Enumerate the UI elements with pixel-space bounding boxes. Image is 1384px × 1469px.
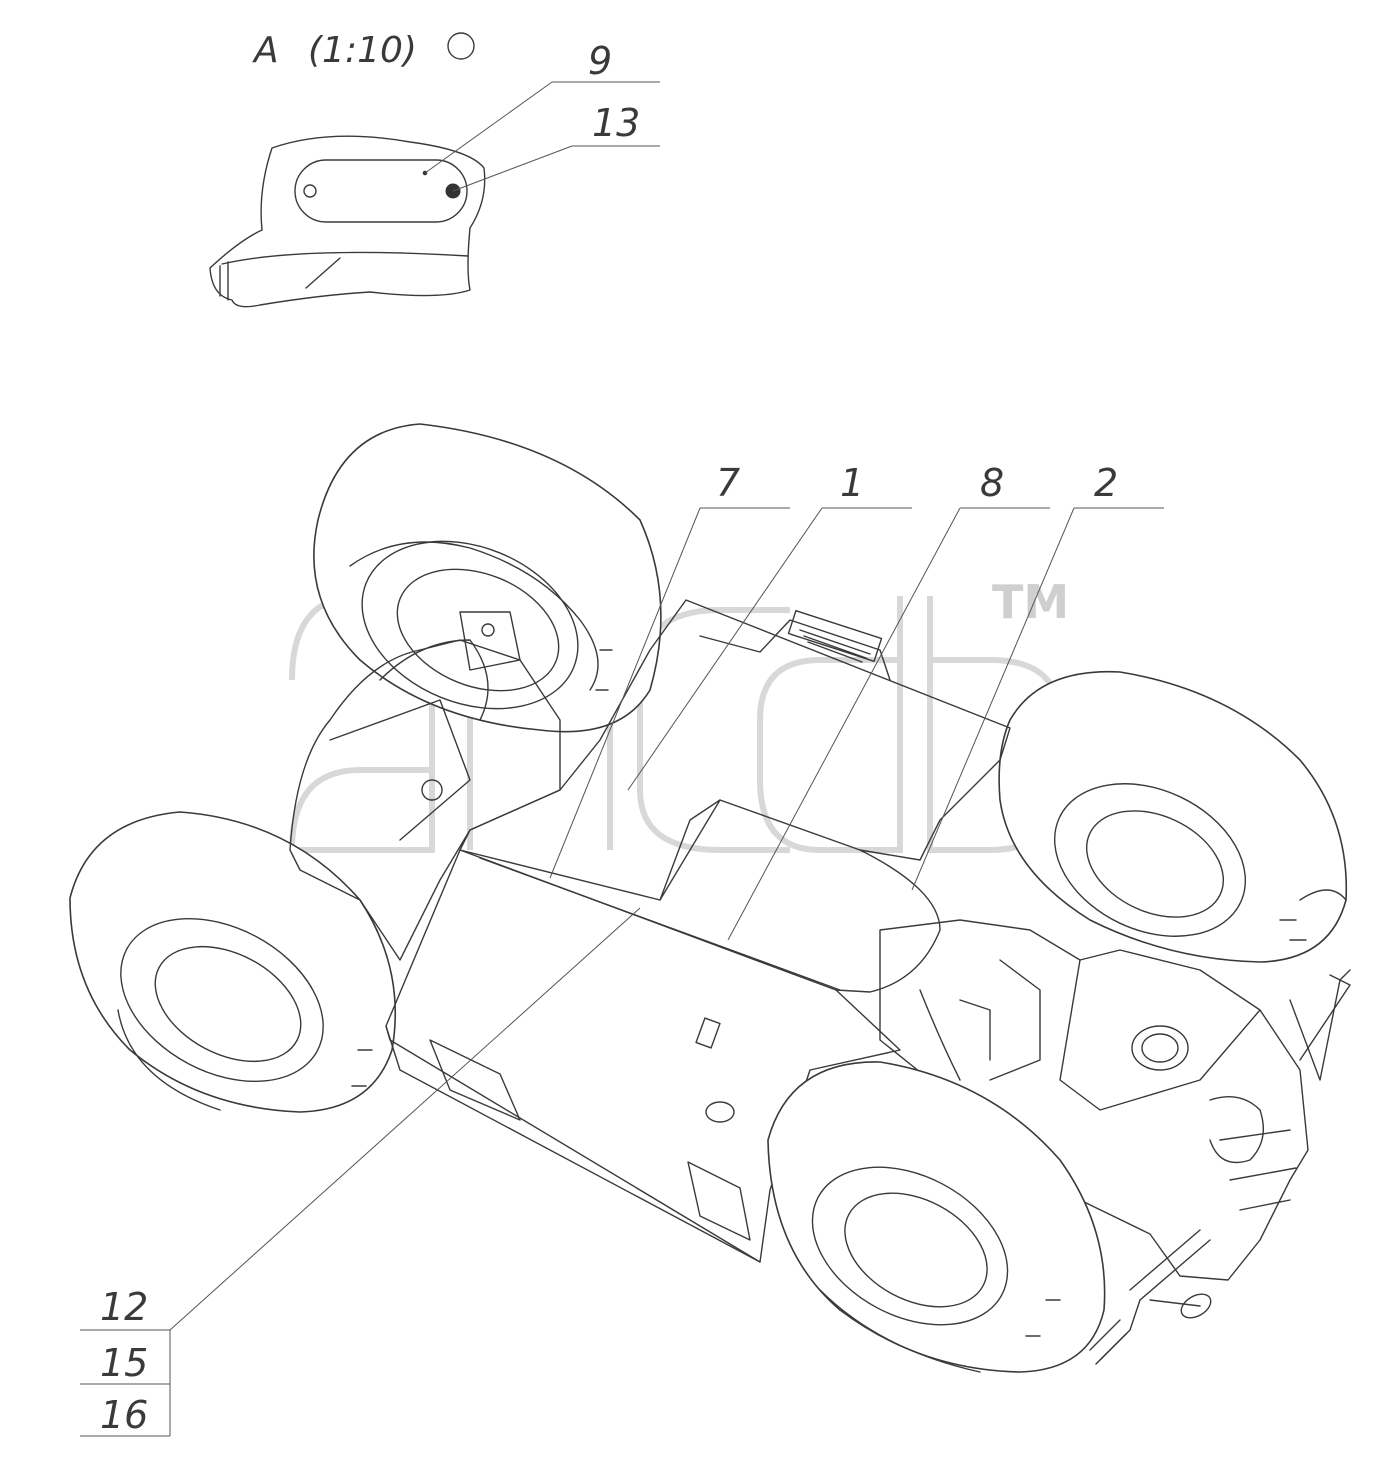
- fender-detail-outline: [209, 135, 486, 308]
- detail-view-a: A (1:10) 9 13: [209, 30, 660, 308]
- view-label: A: [252, 30, 279, 71]
- watermark-tm: TM: [992, 575, 1069, 629]
- callout-9: 9: [588, 39, 612, 83]
- main-callouts: 7 1 8 2 12 15 16: [80, 461, 1164, 1437]
- callout-13: 13: [592, 101, 640, 145]
- callout-7: 7: [716, 461, 740, 505]
- vehicle-chassis: [69, 423, 1351, 1373]
- callout-2: 2: [1094, 461, 1118, 505]
- floor-panel: [459, 599, 1011, 901]
- tire-rear-left: [313, 423, 662, 733]
- tire-front-left: [767, 1061, 1106, 1373]
- nameplate: [294, 159, 468, 223]
- view-scale: (1:10): [308, 30, 417, 71]
- callout-15: 15: [100, 1341, 148, 1385]
- callout-12: 12: [100, 1285, 148, 1329]
- left-frame: [289, 639, 561, 961]
- callout-16: 16: [100, 1393, 148, 1437]
- tire-rear-right: [69, 811, 397, 1113]
- tire-front-right: [998, 670, 1348, 963]
- view-rotation-icon: [447, 32, 475, 60]
- callout-8: 8: [980, 461, 1004, 505]
- callout-1: 1: [840, 461, 864, 505]
- tow-bar: [1089, 1229, 1211, 1365]
- rivet-left: [303, 184, 317, 198]
